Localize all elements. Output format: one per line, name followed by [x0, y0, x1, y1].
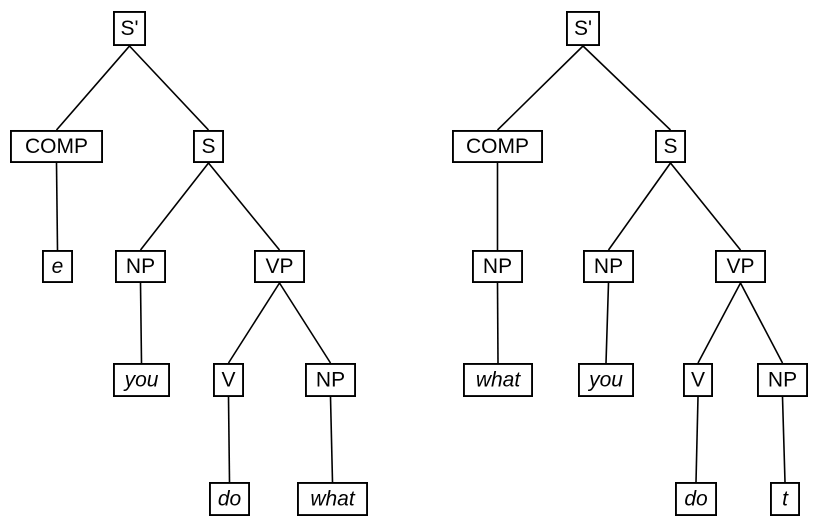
tree-edge-R-Sbar-to-R-S — [582, 45, 672, 131]
node-box — [114, 249, 166, 283]
node-label: VP — [265, 255, 293, 278]
tree-node-R-you: you — [578, 363, 635, 398]
node-box — [9, 129, 103, 163]
tree-node-R-t: t — [770, 482, 801, 517]
node-label: what — [310, 488, 356, 511]
tree-edge-L-V-to-L-do — [227, 396, 231, 483]
node-box — [683, 363, 714, 398]
node-box — [42, 249, 74, 283]
node-label: VP — [726, 255, 754, 278]
node-box — [253, 249, 305, 283]
node-label: V — [691, 369, 705, 392]
tree-node-R-COMP: COMP — [452, 129, 544, 163]
tree-node-R-do: do — [675, 482, 718, 517]
node-box — [212, 363, 244, 398]
tree-edge-L-VP-to-L-NP2 — [278, 282, 332, 364]
node-box — [452, 129, 544, 163]
tree-node-L-what: what — [297, 482, 369, 517]
node-box — [770, 482, 801, 517]
tree-node-L-do: do — [208, 482, 250, 517]
tree-edge-L-NP1-to-L-you — [139, 282, 143, 364]
node-label: you — [587, 369, 623, 392]
node-box — [566, 10, 601, 46]
node-label: e — [52, 255, 64, 278]
node-label: S — [663, 135, 677, 158]
tree-node-R-VP: VP — [715, 249, 767, 283]
tree-node-R-V: V — [683, 363, 714, 398]
edge-group — [55, 45, 334, 483]
node-box — [757, 363, 809, 398]
node-box — [112, 10, 146, 46]
tree-node-L-V: V — [212, 363, 244, 398]
tree-node-L-COMP: COMP — [9, 129, 103, 163]
tree-edge-R-V-to-R-do — [695, 396, 699, 483]
node-label: what — [476, 369, 522, 392]
tree-node-L-VP: VP — [253, 249, 305, 283]
tree-node-L-S: S — [192, 129, 224, 163]
tree-node-L-Sbar: S' — [112, 10, 146, 46]
node-label: do — [684, 488, 708, 511]
tree-node-R-what: what — [463, 363, 534, 398]
tree-edge-L-COMP-to-L-e — [55, 162, 59, 251]
node-label: NP — [126, 255, 155, 278]
tree-edge-R-NP0-to-R-what — [496, 282, 499, 364]
tree-edge-R-VP-to-R-NP2 — [739, 282, 784, 364]
tree-edge-L-Sbar-to-L-COMP — [55, 45, 131, 131]
node-box — [715, 249, 767, 283]
tree-edge-R-NP2-to-R-t — [781, 396, 786, 483]
node-box — [578, 363, 635, 398]
node-label: NP — [483, 255, 512, 278]
node-label: S' — [574, 17, 592, 40]
tree-edge-R-NP1-to-R-you — [605, 282, 610, 364]
node-label: V — [221, 369, 235, 392]
node-box — [583, 249, 635, 283]
node-label: COMP — [466, 135, 529, 158]
node-box — [208, 482, 250, 517]
tree-node-R-NP2: NP — [757, 363, 809, 398]
tree-node-R-S: S — [655, 129, 687, 163]
tree-node-R-NP1: NP — [583, 249, 635, 283]
tree-edge-R-S-to-R-VP — [669, 162, 742, 251]
tree-edge-R-S-to-R-NP1 — [607, 162, 672, 251]
node-label: do — [218, 488, 242, 511]
node-box — [472, 249, 524, 283]
node-label: S' — [120, 17, 138, 40]
tree-edge-R-Sbar-to-R-COMP — [496, 45, 584, 131]
tree-edge-L-Sbar-to-L-S — [128, 45, 210, 131]
node-label: COMP — [25, 135, 88, 158]
node-label: NP — [594, 255, 623, 278]
edge-group — [496, 45, 786, 483]
node-box — [305, 363, 357, 398]
node-box — [655, 129, 687, 163]
node-label: you — [123, 369, 159, 392]
tree-node-L-NP2: NP — [305, 363, 357, 398]
tree-node-L-e: e — [42, 249, 74, 283]
node-group: S' COMP S NP NP VP what you V NP do t — [452, 10, 809, 517]
node-box — [112, 363, 170, 398]
tree-edge-L-S-to-L-NP1 — [139, 162, 210, 251]
node-label: NP — [316, 369, 345, 392]
tree-edge-L-VP-to-L-V — [227, 282, 281, 364]
node-label: t — [782, 488, 789, 511]
node-box — [192, 129, 224, 163]
tree-edge-R-VP-to-R-V — [697, 282, 742, 364]
tree-node-R-NP0: NP — [472, 249, 524, 283]
tree-edge-L-NP2-to-L-what — [329, 396, 334, 483]
tree-node-R-Sbar: S' — [566, 10, 601, 46]
tree-right: S' COMP S NP NP VP what you V NP do t — [452, 10, 809, 517]
node-label: S — [201, 135, 215, 158]
node-box — [675, 482, 718, 517]
tree-node-L-you: you — [112, 363, 170, 398]
tree-edge-L-S-to-L-VP — [207, 162, 281, 251]
node-label: NP — [768, 369, 797, 392]
node-box — [297, 482, 369, 517]
tree-node-L-NP1: NP — [114, 249, 166, 283]
node-box — [463, 363, 534, 398]
